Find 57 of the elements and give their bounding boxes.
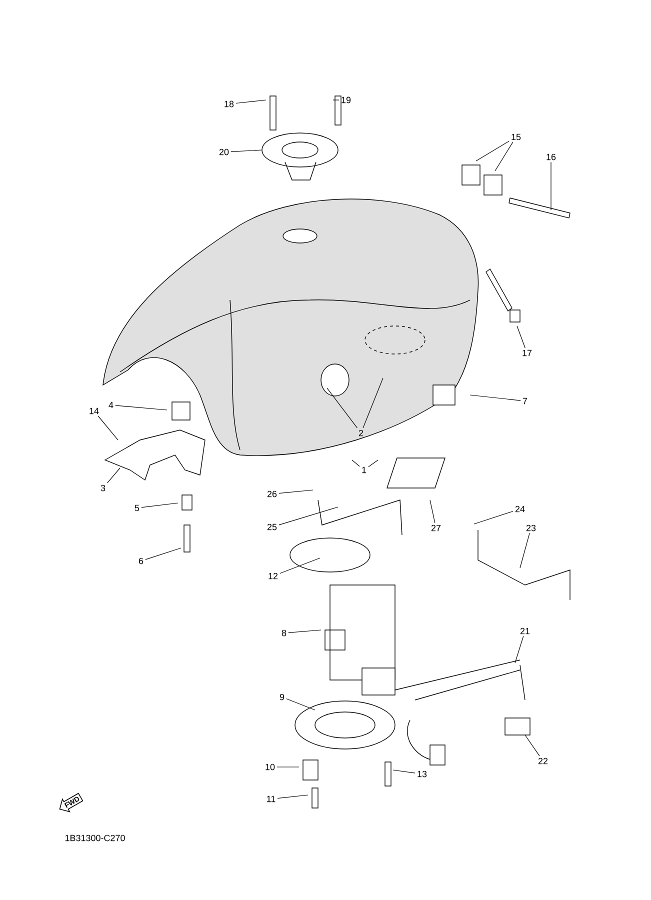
callout-number: 5 [134, 504, 140, 512]
leader-line [368, 460, 378, 468]
leader-line [141, 502, 178, 508]
callout-number: 6 [138, 558, 144, 564]
callout-number: 24 [515, 506, 525, 512]
callout-number: 2 [358, 430, 364, 436]
callout-number: 1 [362, 466, 366, 474]
part-code: 1B31300-C270 [65, 834, 125, 842]
leader-line [276, 766, 300, 768]
callout-number: 12 [268, 572, 278, 580]
callout-number: 7 [522, 398, 528, 404]
leader-line [550, 162, 552, 210]
callout-number: 20 [219, 148, 229, 156]
callout-number: 3 [100, 484, 106, 492]
leader-line [430, 500, 436, 524]
callout-number: 10 [266, 764, 275, 770]
callout-number: 9 [280, 694, 284, 700]
leader-line [326, 388, 358, 428]
callout-number: 11 [267, 796, 276, 802]
callout-number: 13 [418, 770, 427, 778]
leader-line [107, 468, 120, 484]
leader-line [278, 506, 338, 526]
callout-number: 25 [267, 524, 277, 530]
callout-number: 16 [546, 154, 556, 160]
callout-number: 22 [538, 758, 548, 764]
leader-line [288, 630, 322, 633]
leader-line [392, 770, 416, 774]
leader-line [280, 558, 320, 574]
leader-line [278, 490, 314, 494]
callout-number: 15 [512, 134, 521, 140]
leader-line [145, 548, 182, 560]
leader-line [470, 394, 521, 401]
callout-number: 21 [520, 628, 530, 634]
callout-number: 14 [90, 408, 99, 414]
callout-number: 19 [342, 96, 351, 104]
leader-line [514, 636, 524, 664]
callout-number: 26 [267, 490, 277, 498]
callout-number: 23 [526, 524, 536, 532]
leader-line [115, 405, 168, 410]
leader-line [236, 100, 266, 104]
leader-line [98, 416, 118, 440]
leader-line [524, 734, 540, 756]
leader-line [352, 460, 360, 467]
leader-line [494, 142, 514, 172]
leader-line [362, 378, 384, 428]
leader-line [520, 532, 530, 568]
leader-line [474, 510, 514, 524]
callout-number: 8 [282, 630, 286, 636]
leader-line [277, 794, 308, 799]
callout-number: 4 [108, 402, 114, 408]
leader-line [516, 326, 526, 348]
leader-line [476, 140, 510, 162]
leader-line [286, 698, 316, 710]
callout-number: 18 [224, 100, 234, 108]
callout-number: 27 [431, 524, 441, 532]
callout-number: 17 [522, 350, 532, 356]
leader-line [230, 150, 262, 152]
